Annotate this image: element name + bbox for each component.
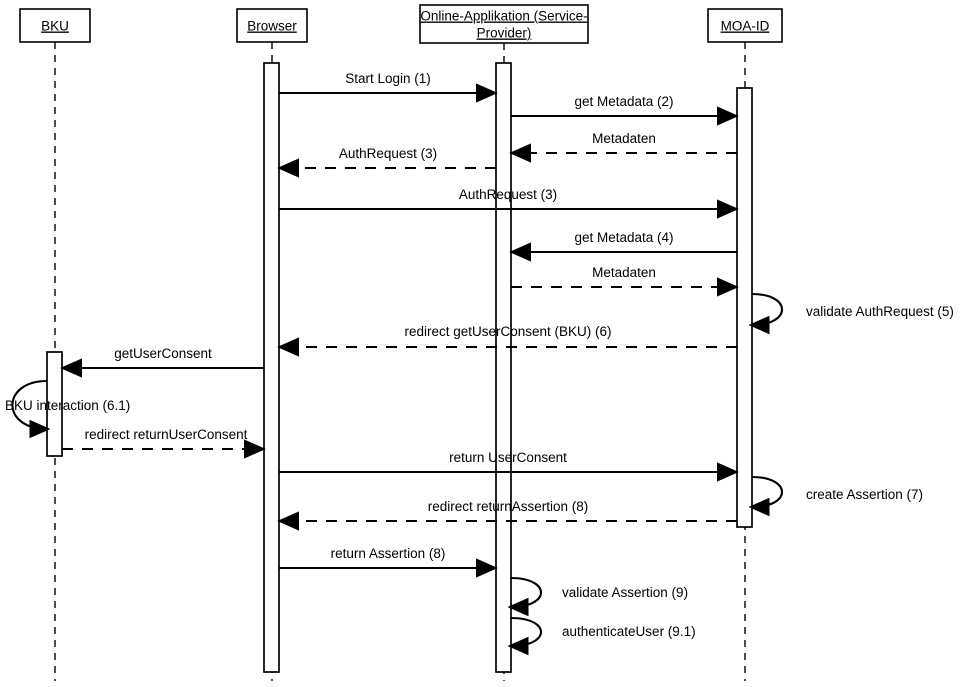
message-label: Metadaten (592, 131, 656, 146)
lifeline-headers-layer: BKU Browser Online-Applikation (Service- Pr… (19, 4, 783, 44)
lifeline-header-bku[interactable]: BKU (19, 8, 91, 43)
self-message-arrow (11, 379, 51, 439)
message-label: AuthRequest (3) (459, 187, 557, 202)
activation-bar-browser (263, 62, 280, 673)
messages-layer: Start Login (1) get Metadata (2) Metadaten… (60, 71, 739, 578)
message-7: Metadaten (511, 265, 739, 297)
self-message-validate-assertion: validate Assertion (9) (507, 576, 688, 617)
activation-bar-moaid (736, 87, 753, 528)
self-message-label: authenticateUser (9.1) (562, 624, 696, 639)
message-label: get Metadata (4) (574, 230, 673, 245)
lifeline-header-box (419, 4, 589, 44)
message-label: redirect returnAssertion (8) (428, 499, 589, 514)
message-1: Start Login (1) (279, 71, 498, 103)
self-message-label: create Assertion (7) (806, 487, 923, 502)
message-11: return UserConsent (279, 450, 739, 482)
lifeline-header-label: Provider) (477, 26, 532, 41)
activation-bar-oa (495, 62, 512, 673)
self-message-label: validate AuthRequest (5) (806, 304, 954, 319)
lifeline-header-label: Online-Applikation (Service- (420, 9, 587, 24)
message-2: get Metadata (2) (511, 94, 739, 126)
self-message-label: BKU interaction (6.1) (5, 398, 130, 413)
message-9: getUserConsent (60, 346, 264, 378)
self-message-arrow (748, 292, 783, 335)
message-6: get Metadata (4) (509, 230, 737, 262)
activations-layer (46, 62, 753, 673)
self-message-label: validate Assertion (9) (562, 585, 688, 600)
lifeline-header-box (707, 8, 783, 43)
self-messages-layer: validate AuthRequest (5) BKU interaction … (5, 292, 954, 656)
self-message-bku-interaction: BKU interaction (6.1) (5, 379, 130, 439)
self-message-arrow (507, 576, 542, 617)
message-8: redirect getUserConsent (BKU) (6) (277, 324, 737, 357)
self-message-create-assertion: create Assertion (7) (748, 475, 923, 517)
self-message-arrow (507, 616, 542, 656)
message-10: redirect returnUserConsent (62, 427, 266, 459)
activation-bar-bku (46, 351, 63, 457)
message-label: get Metadata (2) (574, 94, 673, 109)
lifeline-header-label: BKU (41, 19, 69, 34)
message-13: return Assertion (8) (279, 546, 498, 578)
lifeline-header-moaid[interactable]: MOA-ID (707, 8, 783, 43)
message-label: getUserConsent (114, 346, 212, 361)
message-3: Metadaten (509, 131, 737, 163)
lifeline-header-oa[interactable]: Online-Applikation (Service- Provider) (419, 4, 589, 44)
self-message-arrow (748, 475, 783, 517)
lifeline-header-box (19, 8, 91, 43)
message-label: return Assertion (8) (331, 546, 446, 561)
message-12: redirect returnAssertion (8) (277, 499, 737, 531)
lifeline-header-browser[interactable]: Browser (236, 8, 308, 43)
message-label: redirect getUserConsent (BKU) (6) (404, 324, 611, 339)
message-label: return UserConsent (449, 450, 567, 465)
lifeline-header-label: MOA-ID (721, 19, 770, 34)
lifeline-header-label: Browser (247, 19, 297, 34)
message-4: AuthRequest (3) (277, 146, 496, 178)
message-label: Start Login (1) (345, 71, 431, 86)
self-message-validate-authrequest: validate AuthRequest (5) (748, 292, 954, 335)
message-5: AuthRequest (3) (279, 187, 739, 219)
lifeline-header-box (236, 8, 308, 43)
message-label: Metadaten (592, 265, 656, 280)
self-message-authenticate-user: authenticateUser (9.1) (507, 616, 696, 656)
message-label: redirect returnUserConsent (85, 427, 248, 442)
message-label: AuthRequest (3) (339, 146, 437, 161)
